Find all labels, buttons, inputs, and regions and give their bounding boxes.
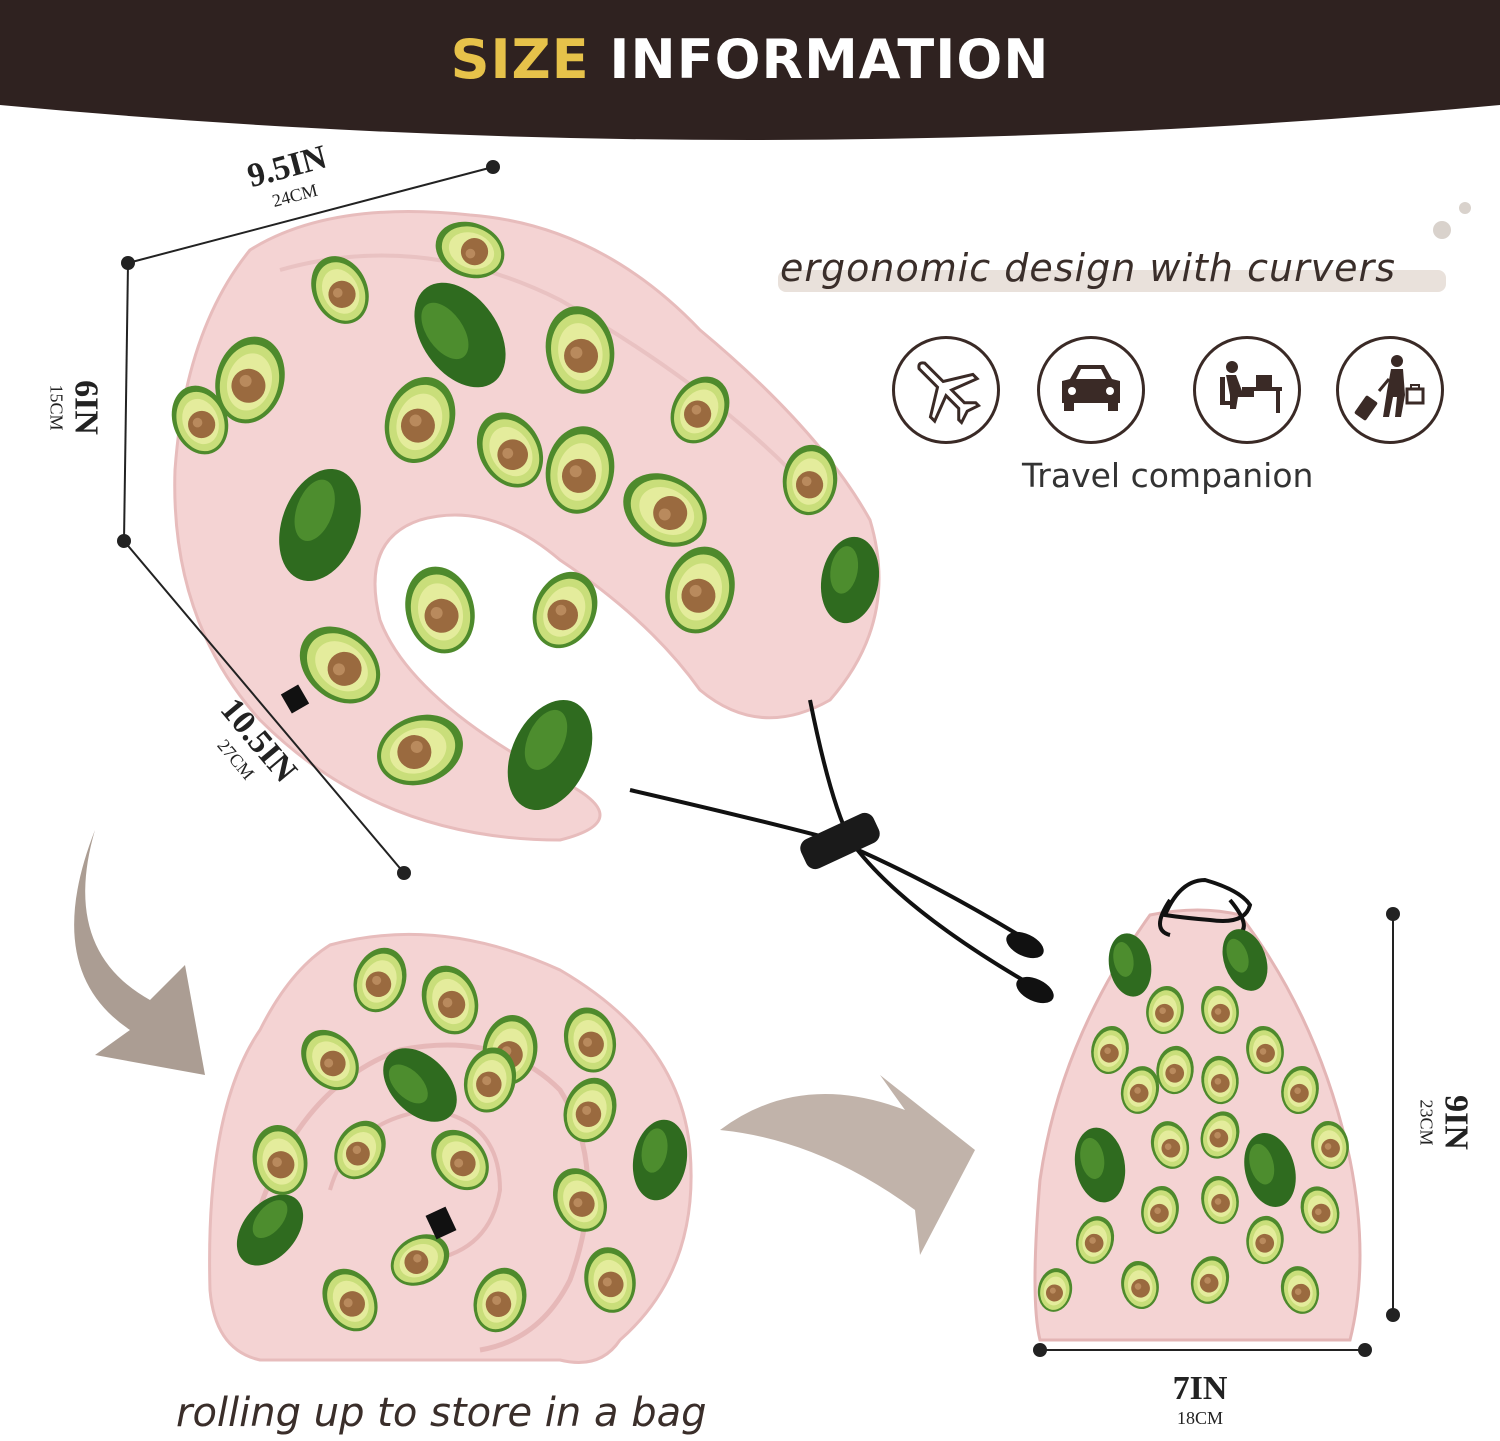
top-banner: SIZE INFORMATION xyxy=(0,0,1500,150)
bag-width-cm: 18CM xyxy=(1176,1408,1223,1428)
ergonomic-headline: ergonomic design with curvers xyxy=(780,246,1396,290)
banner-title-highlight: SIZE xyxy=(450,28,590,91)
traveler-luggage-icon xyxy=(1336,336,1444,444)
curved-arrow-right xyxy=(720,1075,975,1255)
height-inches: 6IN xyxy=(67,380,105,435)
bag-width-dimension: 7IN 18CM xyxy=(1140,1370,1260,1428)
height-dimension: 6IN 15CM xyxy=(46,358,105,458)
decor-dot xyxy=(1433,221,1451,239)
travel-companion-caption: Travel companion xyxy=(1022,456,1314,495)
banner-title-rest: INFORMATION xyxy=(609,28,1050,91)
rolling-caption: rolling up to store in a bag xyxy=(176,1390,707,1436)
storage-bag xyxy=(1033,877,1362,1342)
height-cm: 15CM xyxy=(46,384,67,431)
banner-title: SIZE INFORMATION xyxy=(0,28,1500,91)
tagline-underline xyxy=(778,270,1446,292)
bag-height-cm: 23CM xyxy=(1416,1099,1437,1146)
bag-width-inches: 7IN xyxy=(1172,1370,1228,1407)
airplane-icon xyxy=(892,336,1000,444)
banner-background xyxy=(0,0,1500,140)
rolled-pillow xyxy=(208,932,694,1364)
bag-dimension-lines xyxy=(1033,907,1400,1357)
neck-pillow xyxy=(162,210,1054,1004)
decor-dot xyxy=(1459,202,1471,214)
pillow-dimension-lines xyxy=(117,160,500,880)
office-desk-icon xyxy=(1193,336,1301,444)
bag-height-inches: 9IN xyxy=(1437,1095,1475,1150)
curved-arrow-down xyxy=(74,830,205,1075)
bag-height-dimension: 9IN 23CM xyxy=(1416,1068,1475,1178)
car-icon xyxy=(1037,336,1145,444)
